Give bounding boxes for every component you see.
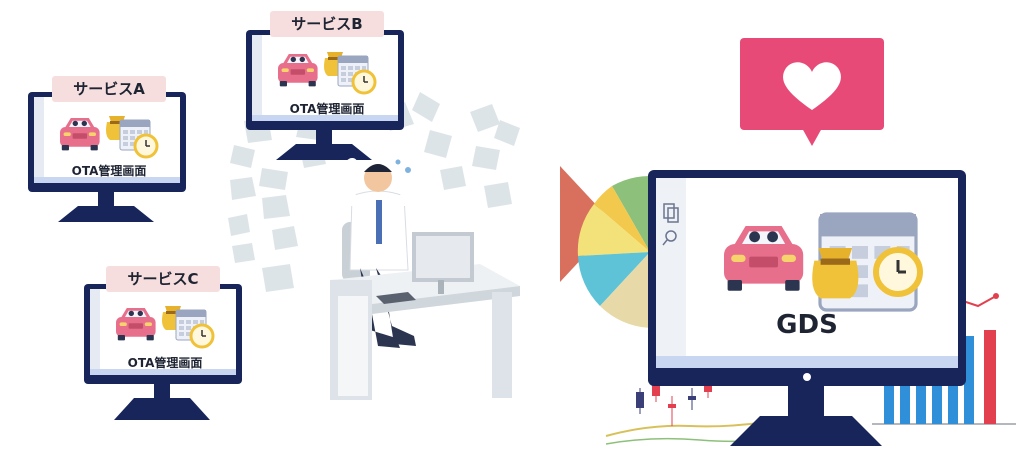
- service-a-tag: サービスA: [52, 76, 166, 102]
- service-b-tag: サービスB: [270, 11, 384, 37]
- service-c-screen-label: OTA管理画面: [127, 356, 203, 370]
- flying-papers: [228, 92, 520, 292]
- service-a-screen-label: OTA管理画面: [71, 164, 147, 178]
- monitor-service-c: [84, 284, 242, 420]
- gds-screen-label: GDS: [776, 310, 838, 340]
- monitor-gds: [648, 170, 966, 446]
- monitor-service-b: [246, 30, 404, 160]
- service-b-screen-label: OTA管理画面: [289, 102, 365, 116]
- monitor-service-a: [28, 92, 186, 222]
- service-c-tag: サービスC: [106, 266, 220, 292]
- heart-bubble-icon: [740, 38, 884, 146]
- stressed-worker: [327, 158, 520, 400]
